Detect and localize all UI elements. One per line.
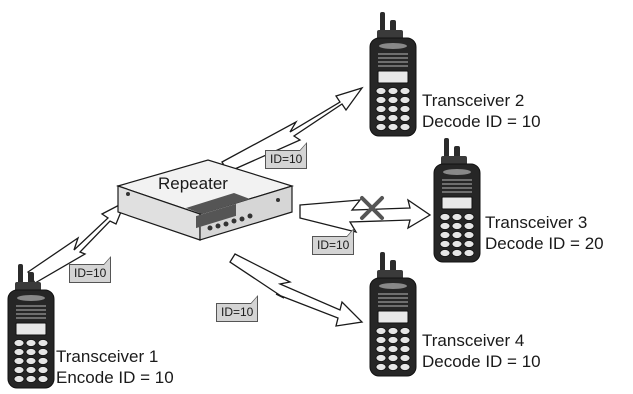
transceiver-2-name: Transceiver 2	[422, 91, 525, 110]
signal-arrow-to-transceiver-2	[221, 86, 364, 173]
transceiver-1-label: Transceiver 1 Encode ID = 10	[56, 346, 174, 388]
transceiver-1-name: Transceiver 1	[56, 347, 159, 366]
transceiver-2-label: Transceiver 2 Decode ID = 10	[422, 90, 541, 132]
transceiver-3-label: Transceiver 3 Decode ID = 20	[485, 212, 604, 254]
signal-arrow-to-transceiver-4	[229, 253, 364, 327]
transceiver-4-label: Transceiver 4 Decode ID = 10	[422, 330, 541, 372]
transceiver-2-id: Decode ID = 10	[422, 112, 541, 131]
id-tag-transceiver-3: ID=10	[312, 228, 355, 255]
transceiver-3-radio	[433, 137, 481, 263]
transceiver-4-name: Transceiver 4	[422, 331, 525, 350]
transceiver-1-radio	[7, 263, 55, 389]
id-tag-transceiver-4: ID=10	[216, 295, 259, 322]
id-tag-transceiver-2: ID=10	[265, 142, 308, 169]
transceiver-1-id: Encode ID = 10	[56, 368, 174, 387]
repeater-label: Repeater	[158, 174, 228, 193]
blocked-x-mark	[360, 196, 384, 220]
transceiver-4-id: Decode ID = 10	[422, 352, 541, 371]
transceiver-3-id: Decode ID = 20	[485, 234, 604, 253]
transceiver-4-radio	[369, 251, 417, 377]
transceiver-2-radio	[369, 11, 417, 137]
transceiver-3-name: Transceiver 3	[485, 213, 588, 232]
id-tag-uplink: ID=10	[69, 256, 112, 283]
repeater-unit	[116, 159, 295, 241]
